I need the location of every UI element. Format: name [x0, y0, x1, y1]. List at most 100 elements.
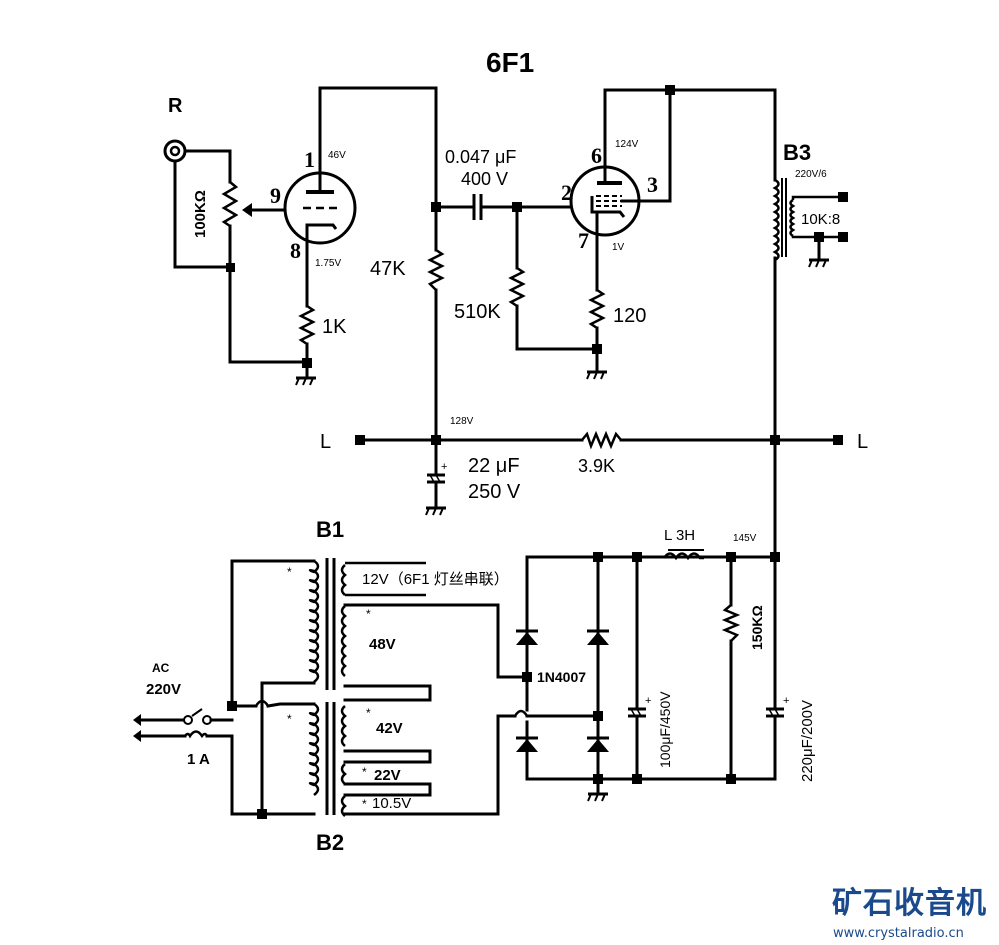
- resistor-120-label: 120: [613, 305, 646, 327]
- diode-icon: [516, 736, 538, 752]
- volume-pot-label: 100KΩ: [192, 190, 209, 238]
- winding-48v-label: 48V: [369, 636, 396, 653]
- tube2-plate-voltage: 124V: [615, 139, 639, 150]
- winding-22v-label: 22V: [374, 767, 401, 784]
- resistor-510k-label: 510K: [454, 301, 501, 323]
- volume-pot-icon: [221, 181, 239, 228]
- winding-42v-icon: [340, 705, 347, 747]
- speaker-terminal-right-label: L: [857, 431, 868, 453]
- tube2-pin-7: 7: [578, 228, 589, 253]
- coupling-cap-value: 0.047 μF: [445, 147, 516, 167]
- filter-cap-value: 22 μF: [468, 455, 520, 477]
- winding-22v-icon: [340, 763, 347, 785]
- wire: [603, 88, 777, 182]
- diode-type-label: 1N4007: [537, 669, 586, 685]
- resistor-1k-icon: [298, 304, 316, 346]
- ground-icon: [807, 258, 831, 269]
- resistor-120-icon: [588, 288, 606, 330]
- wire: [791, 235, 840, 239]
- dot-mark: *: [366, 706, 371, 720]
- node-voltage-145: 145V: [733, 533, 757, 544]
- junction-dot: [257, 809, 267, 819]
- tube2-cathode-voltage: 1V: [612, 242, 625, 253]
- wire: [343, 749, 432, 764]
- tube2-pin-2: 2: [561, 180, 572, 205]
- filter-cap-voltage: 250 V: [468, 481, 521, 503]
- resistor-1k-label: 1K: [322, 316, 347, 338]
- pot-wiper-arrow-icon: [242, 203, 252, 217]
- wire: [343, 714, 517, 816]
- wire: [343, 603, 529, 679]
- diode-icon: [587, 629, 609, 645]
- wire: [260, 681, 316, 816]
- winding-12v-label: 12V（6F1 灯丝串联）: [362, 571, 509, 588]
- fuse-rating: 1 A: [187, 751, 210, 768]
- wire: [266, 702, 316, 708]
- resistor-150k-icon: [721, 604, 741, 642]
- wire: [318, 86, 438, 209]
- junction-dot: [226, 263, 235, 272]
- wire: [230, 734, 316, 816]
- junction-dot: [593, 552, 603, 562]
- junction-dot: [770, 552, 780, 562]
- diode-icon: [587, 736, 609, 752]
- tube1-cathode-voltage: 1.75V: [315, 258, 341, 269]
- dot-mark: *: [287, 565, 292, 579]
- electrolytic-capacitor-icon: [628, 707, 646, 718]
- input-jack-label: R: [168, 95, 183, 117]
- winding-10v5-icon: [340, 795, 347, 817]
- wire: [173, 159, 232, 269]
- wire-crossover: [513, 709, 529, 717]
- choke-label: L 3H: [664, 527, 695, 544]
- junction-dot: [227, 701, 237, 711]
- power-switch-icon: [183, 715, 193, 725]
- junction-dot: [592, 344, 602, 354]
- node-voltage-128: 128V: [450, 416, 474, 427]
- tube2-pin-3: 3: [647, 172, 658, 197]
- ground-icon: [424, 506, 448, 517]
- resistor-47k-label: 47K: [370, 258, 406, 280]
- ac-voltage-label: 220V: [146, 681, 181, 698]
- tube1-pin-1: 1: [304, 147, 315, 172]
- dot-mark: *: [362, 797, 367, 811]
- ground-icon: [294, 376, 318, 387]
- tube1-pin-8: 8: [290, 238, 301, 263]
- site-logo-name: 矿石收音机: [832, 886, 987, 921]
- speaker-terminal: [838, 192, 848, 202]
- winding-12v-icon: [340, 564, 347, 596]
- plus-mark: +: [441, 461, 447, 473]
- output-cap-label: 220μF/200V: [799, 700, 816, 782]
- tube1-pin-9: 9: [270, 183, 281, 208]
- plus-mark: +: [783, 695, 789, 707]
- b1-primary-winding-icon: [308, 559, 320, 683]
- ac-plug-icon: [133, 730, 141, 742]
- speaker-terminal: [833, 435, 843, 445]
- plus-mark: +: [645, 695, 651, 707]
- resistor-47k-icon: [427, 248, 445, 291]
- diode-icon: [516, 629, 538, 645]
- wire: [183, 149, 232, 184]
- transformer-b1-label: B1: [316, 517, 344, 542]
- dot-mark: *: [362, 765, 367, 779]
- speaker-terminal-left-label: L: [320, 431, 331, 453]
- dot-mark: *: [366, 607, 371, 621]
- junction-dot: [431, 435, 441, 445]
- transformer-b2-label: B2: [316, 830, 344, 855]
- wire: [515, 304, 599, 351]
- site-logo-url: www.crystalradio.cn: [833, 926, 964, 941]
- electrolytic-capacitor-icon: [427, 473, 445, 484]
- resistor-3.9k-label: 3.9K: [578, 456, 615, 476]
- wire: [620, 88, 672, 203]
- circuit-title: 6F1: [486, 47, 534, 78]
- winding-42v-label: 42V: [376, 720, 403, 737]
- wire: [343, 782, 432, 797]
- winding-10v5-label: 10.5V: [372, 795, 411, 812]
- resistor-510k-icon: [508, 266, 526, 308]
- wire: [791, 195, 840, 200]
- output-transformer-label: B3: [783, 140, 811, 165]
- electrolytic-capacitor-icon: [766, 707, 784, 718]
- tube1-plate-voltage: 46V: [328, 150, 346, 161]
- output-transformer-ratio: 10K:8: [801, 211, 840, 228]
- junction-dot: [770, 435, 780, 445]
- output-transformer-secondary-icon: [789, 198, 796, 238]
